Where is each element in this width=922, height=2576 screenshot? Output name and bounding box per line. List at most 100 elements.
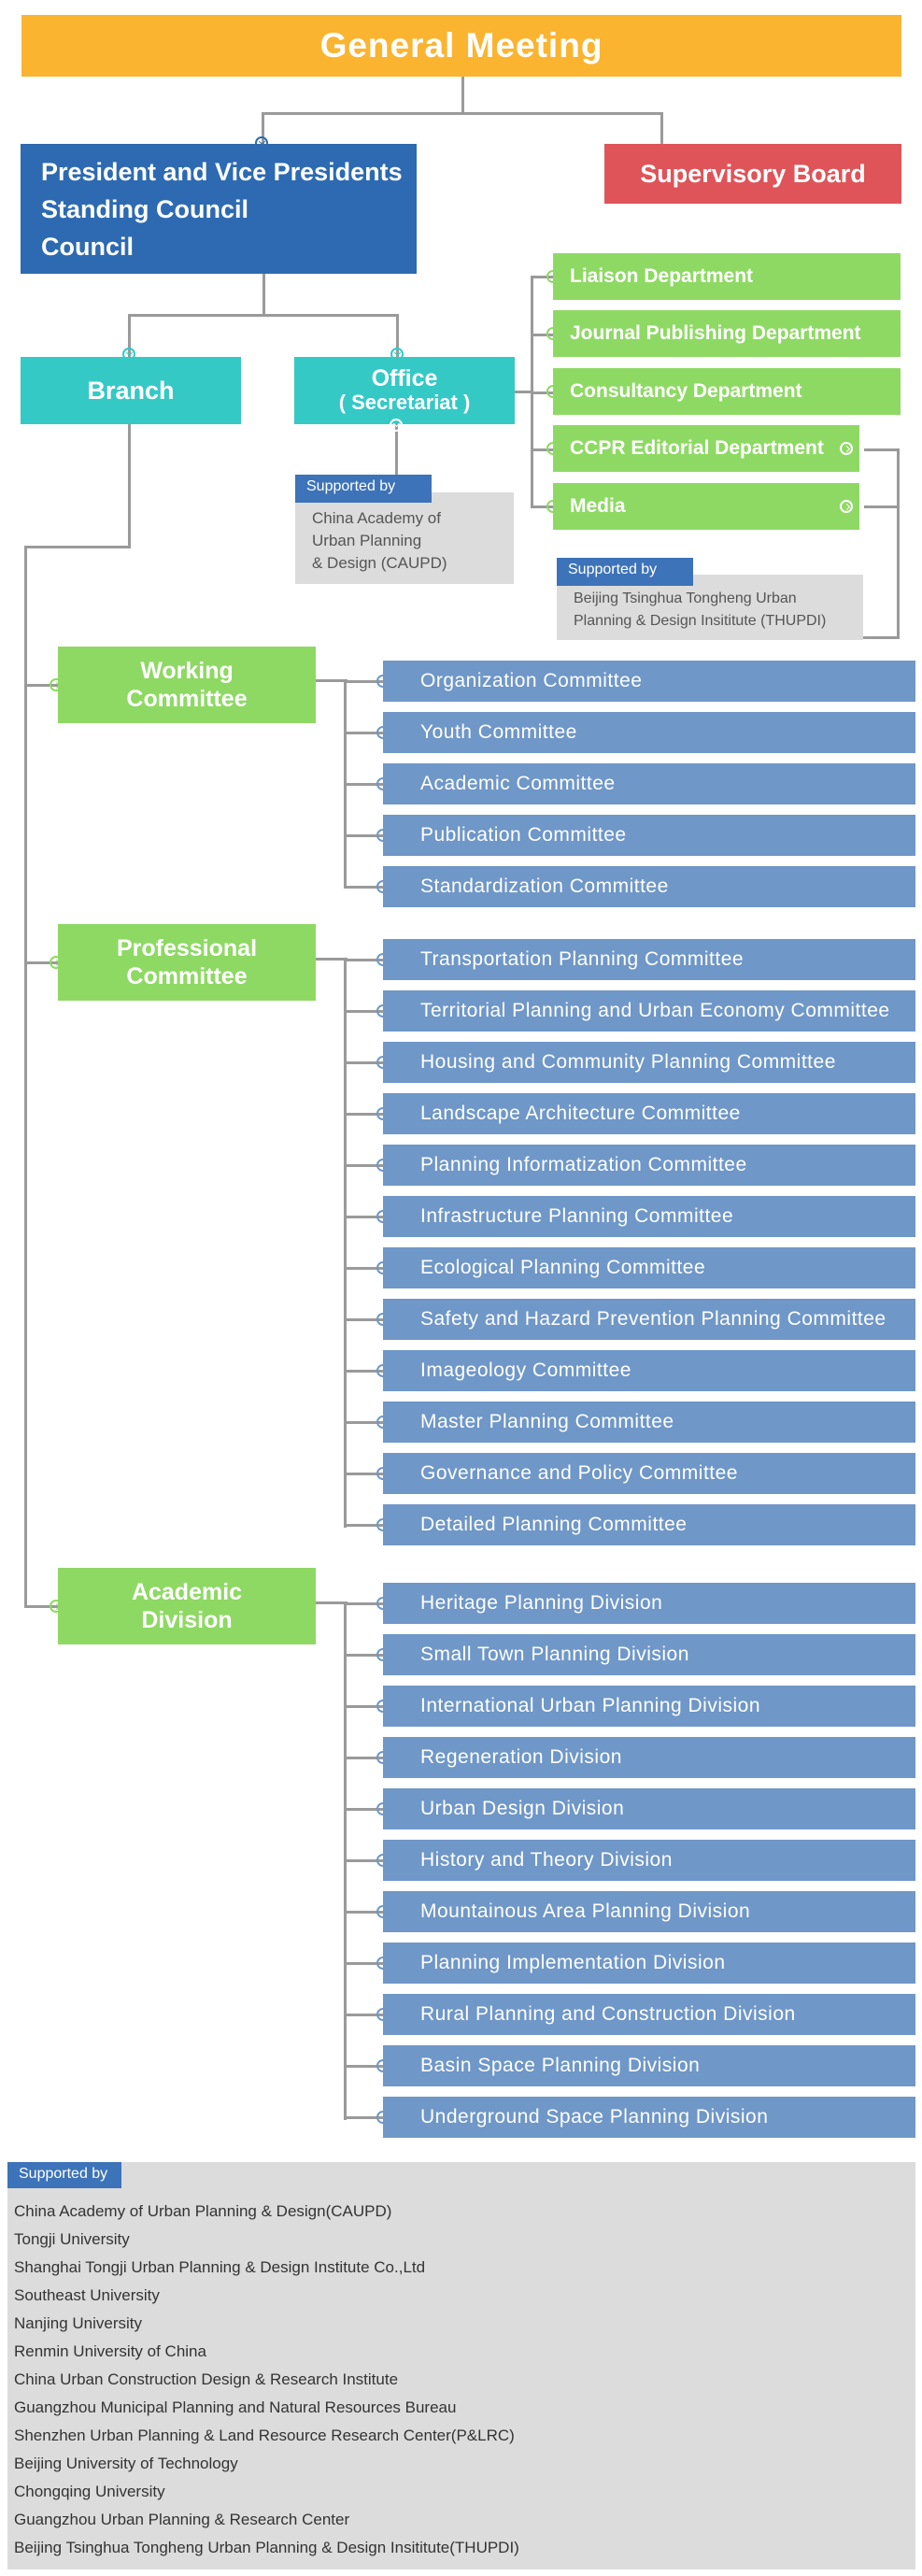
connector [531,505,553,508]
committee-item-label: International Urban Planning Division [420,1695,761,1716]
committee-item-label: Landscape Architecture Committee [420,1103,741,1124]
chevron-right-icon [376,777,390,790]
supporter-item: Beijing University of Technology [14,2455,238,2472]
connector [344,834,383,837]
chevron-right-icon [546,270,560,283]
committee-item: Mountainous Area Planning Division [383,1891,915,1932]
office-support-box: China Academy of Urban Planning & Design… [295,492,514,584]
committee-item: Standardization Committee [383,866,915,907]
chevron-right-icon [376,2008,390,2021]
connector [344,2116,383,2119]
connector [344,1654,383,1657]
connector [128,314,131,357]
chevron-right-icon [376,1700,390,1713]
supporter-item: Southeast University [14,2286,160,2304]
connector [344,1370,383,1373]
chevron-right-icon [50,1600,63,1613]
connector [864,448,900,451]
committee-item: Basin Space Planning Division [383,2045,915,2086]
connector [262,274,265,316]
chevron-down-icon [390,419,403,432]
chevron-right-icon [546,442,560,455]
committee-item-label: Underground Space Planning Division [420,2106,769,2128]
committee-item: Safety and Hazard Prevention Planning Co… [383,1299,915,1340]
chevron-right-icon [376,829,390,842]
connector [128,314,399,317]
committee-item: Ecological Planning Committee [383,1247,915,1288]
connector [395,422,398,478]
committee-item-label: Imageology Committee [420,1359,631,1381]
supporter-item: Tongji University [14,2230,130,2248]
connector [344,680,383,683]
connector [344,1318,383,1321]
department-item: Consultancy Department [553,368,901,415]
chevron-right-icon [376,1648,390,1661]
connector [344,732,383,734]
academic-line: Academic [131,1579,243,1605]
connector [344,886,383,889]
connector [344,1808,383,1811]
committee-item-label: Mountainous Area Planning Division [420,1900,751,1922]
chevron-right-icon [376,2111,390,2124]
chevron-right-icon [376,1056,390,1069]
chevron-right-icon [376,1905,390,1918]
chevron-right-icon [376,1210,390,1223]
committee-item-label: History and Theory Division [420,1849,673,1871]
connector [128,422,131,548]
department-label: Media [570,495,626,517]
committee-item: International Urban Planning Division [383,1686,915,1727]
chevron-right-icon [376,1854,390,1867]
branch: Branch [21,357,241,424]
chevron-right-icon [376,953,390,966]
committee-item-label: Youth Committee [420,721,577,743]
committee-line: Committee [126,686,248,712]
support-line: & Design (CAUPD) [312,554,447,572]
supported-by-tag: Supported by [7,2162,121,2188]
committee-item: Planning Informatization Committee [383,1145,915,1186]
chevron-right-icon [376,726,390,739]
supported-by-tag: Supported by [557,558,693,586]
committee-item-label: Organization Committee [420,670,643,691]
office-label: Office [371,365,438,391]
connector [514,391,532,393]
chevron-right-icon [376,1751,390,1764]
connector [863,636,900,639]
connector [262,112,663,115]
committee-item-label: Publication Committee [420,824,627,846]
committee-item: Underground Space Planning Division [383,2097,915,2138]
connector [897,448,900,639]
chevron-right-icon [50,956,63,969]
chevron-right-icon [50,678,63,691]
connector [344,1705,383,1708]
connector [344,1602,383,1605]
secretariat-label: ( Secretariat ) [338,391,471,414]
committee-item-label: Heritage Planning Division [420,1592,663,1614]
standing-council-line: Standing Council [41,194,248,223]
connector [660,112,663,146]
connector [24,1605,58,1608]
president-line: President and Vice Presidents [41,157,403,186]
department-label: Liaison Department [570,265,754,287]
chevron-right-icon [546,385,560,398]
committee-item-label: Transportation Planning Committee [420,948,745,970]
connector [344,1473,383,1475]
connector [24,546,27,1608]
chevron-right-icon [376,1597,390,1610]
chevron-right-icon [546,500,560,513]
committee-item: Planning Implementation Division [383,1943,915,1984]
committee-item-label: Urban Design Division [420,1798,625,1819]
supporter-item: Chongqing University [14,2483,165,2500]
chevron-right-icon [376,880,390,893]
committee-item-label: Detailed Planning Committee [420,1514,688,1535]
committee-line: Committee [126,963,248,989]
committee-item-label: Academic Committee [420,773,616,794]
connector [344,1757,383,1759]
department-item: CCPR Editorial Department [553,425,859,472]
office-secretariat: Office ( Secretariat ) [294,357,515,424]
committee-item: Publication Committee [383,815,915,856]
chevron-right-icon [376,1364,390,1377]
committee-item: Academic Committee [383,763,915,804]
committee-item: Governance and Policy Committee [383,1453,915,1494]
bottom-support-box [7,2162,915,2569]
supporter-item: Renmin University of China [14,2342,206,2360]
